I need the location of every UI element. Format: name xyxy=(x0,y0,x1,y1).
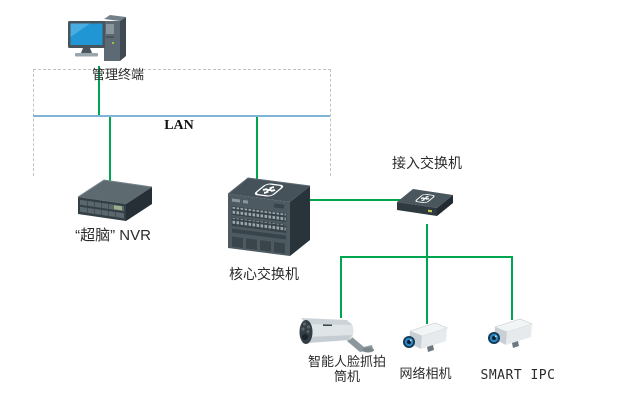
core-switch-label: 核心交换机 xyxy=(229,266,299,282)
terminal-label: 管理终端 xyxy=(91,67,144,82)
link-lan-nvr xyxy=(109,117,111,183)
desktop-computer-icon xyxy=(68,15,126,61)
link-core-access-switch xyxy=(304,199,416,201)
box-camera-icon xyxy=(488,318,533,348)
node-access-switch xyxy=(395,186,455,230)
nvr-label: “超脑” NVR xyxy=(75,227,151,244)
bullet-camera-label: 智能人脸抓拍 筒机 xyxy=(297,354,397,384)
node-bullet-camera xyxy=(297,310,379,356)
link-lan-core-switch xyxy=(256,117,258,179)
management-zone-dashed-box xyxy=(33,69,331,176)
node-smart-ipc xyxy=(485,316,533,354)
bullet-camera-label-line1: 智能人脸抓拍 xyxy=(307,354,386,369)
link-smart-ipc xyxy=(511,256,513,320)
link-network-camera xyxy=(426,256,428,324)
access-switch-label: 接入交换机 xyxy=(392,155,462,171)
box-camera-icon xyxy=(403,322,448,352)
bullet-camera-label-line2: 筒机 xyxy=(333,369,360,384)
lan-label: LAN xyxy=(164,118,194,133)
access-switch-icon xyxy=(397,189,453,216)
link-terminal-lan xyxy=(98,66,100,115)
core-switch-icon xyxy=(227,177,311,257)
network-camera-label: 网络相机 xyxy=(399,366,452,381)
node-terminal xyxy=(68,14,130,66)
node-core-switch xyxy=(226,174,312,262)
link-access-switch-down xyxy=(426,224,428,257)
bullet-camera-icon xyxy=(299,318,374,353)
node-network-camera xyxy=(400,320,448,358)
smart-ipc-label: SMART IPC xyxy=(480,368,556,383)
node-nvr xyxy=(75,178,155,225)
link-bullet-camera xyxy=(340,256,342,318)
nvr-server-icon xyxy=(77,179,153,222)
lan-bus-line xyxy=(33,115,330,117)
